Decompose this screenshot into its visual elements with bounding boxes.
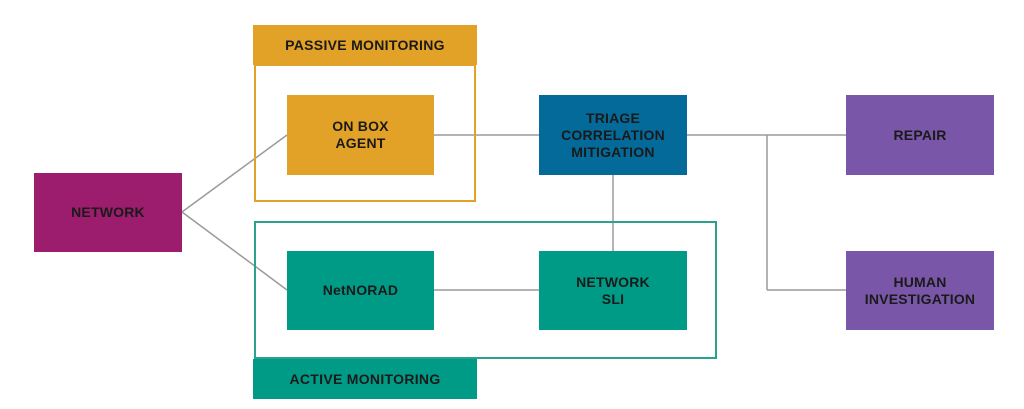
passive-monitoring-title-text: PASSIVE MONITORING xyxy=(285,37,445,53)
repair-node-label: REPAIR xyxy=(893,126,947,143)
netnorad-node-label: NetNORAD xyxy=(322,282,399,298)
human-investigation-node: HUMAN INVESTIGATION xyxy=(846,251,994,330)
on-box-agent-node-label: ON BOX AGENT xyxy=(332,118,389,151)
active-monitoring-group xyxy=(254,221,717,359)
triage-node-label: TRIAGE CORRELATION MITIGATION xyxy=(561,109,665,160)
netnorad-node: NetNORAD xyxy=(287,251,434,330)
on-box-agent-node: ON BOX AGENT xyxy=(287,95,434,175)
network-node: NETWORK xyxy=(34,173,182,252)
network-sli-node: NETWORK SLI xyxy=(539,251,687,330)
triage-correlation-mitigation-node: TRIAGE CORRELATION MITIGATION xyxy=(539,95,687,175)
active-monitoring-title-text: ACTIVE MONITORING xyxy=(289,371,441,387)
connector-network-onbox xyxy=(181,134,288,213)
repair-node: REPAIR xyxy=(846,95,994,175)
human-investigation-node-label: HUMAN INVESTIGATION xyxy=(864,273,976,307)
network-node-label: NETWORK xyxy=(71,204,145,220)
active-monitoring-title: ACTIVE MONITORING xyxy=(253,359,477,399)
passive-monitoring-title: PASSIVE MONITORING xyxy=(253,25,477,65)
passive-monitoring-group xyxy=(254,64,476,202)
connector-network-netnorad xyxy=(181,211,288,291)
network-sli-node-label: NETWORK SLI xyxy=(576,273,650,307)
